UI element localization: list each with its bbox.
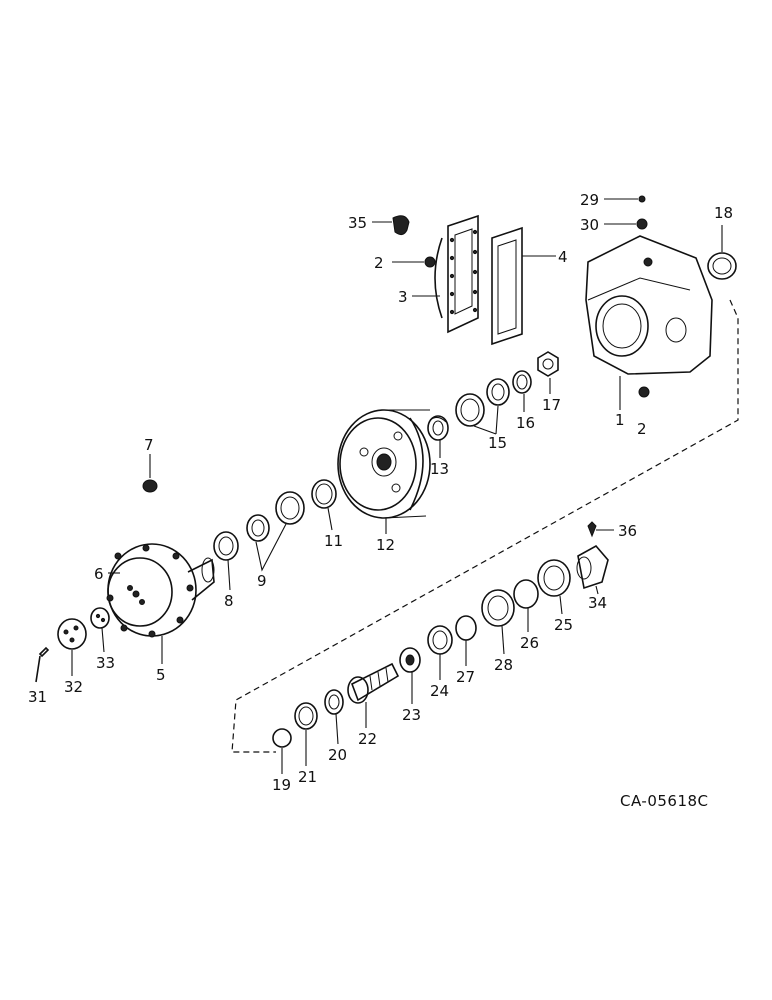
drawing-code: CA-05618C bbox=[620, 792, 709, 810]
label-25: 25 bbox=[554, 616, 573, 634]
part-34-sleeve bbox=[576, 544, 609, 595]
part-number-labels: 35 2 3 4 29 30 18 1 2 17 16 15 13 12 11 … bbox=[28, 191, 733, 810]
part-18-cap bbox=[707, 225, 737, 280]
label-7: 7 bbox=[144, 436, 154, 454]
part-7-nut bbox=[142, 454, 158, 493]
part-1-housing bbox=[585, 235, 713, 410]
label-6: 6 bbox=[94, 565, 104, 583]
assembly-dashed-outline bbox=[231, 299, 739, 753]
part-13-bearing bbox=[427, 415, 449, 458]
part-27-washer bbox=[455, 615, 477, 666]
part-2-plug-lower bbox=[638, 386, 650, 398]
part-2-plug-upper bbox=[392, 256, 436, 268]
part-20-bearing-cone bbox=[324, 689, 344, 745]
part-3-cover-plate bbox=[412, 214, 479, 334]
part-24-bearing-cup bbox=[427, 625, 453, 680]
part-15-bearing-set bbox=[455, 378, 510, 435]
label-33: 33 bbox=[96, 654, 115, 672]
part-29-screw bbox=[604, 195, 646, 203]
label-18: 18 bbox=[714, 204, 733, 222]
label-12: 12 bbox=[376, 536, 395, 554]
label-31: 31 bbox=[28, 688, 47, 706]
part-26-o-ring bbox=[513, 579, 539, 632]
label-28: 28 bbox=[494, 656, 513, 674]
part-35-elbow-fitting bbox=[372, 215, 410, 236]
label-19: 19 bbox=[272, 776, 291, 794]
label-30: 30 bbox=[580, 216, 599, 234]
label-21: 21 bbox=[298, 768, 317, 786]
label-2-lower: 2 bbox=[637, 420, 647, 438]
label-8: 8 bbox=[224, 592, 234, 610]
label-20: 20 bbox=[328, 746, 347, 764]
label-1: 1 bbox=[615, 411, 625, 429]
part-17-nut bbox=[537, 351, 559, 394]
label-36: 36 bbox=[618, 522, 637, 540]
part-33-plug bbox=[90, 607, 110, 653]
part-12-ring-gear bbox=[337, 409, 431, 534]
label-15: 15 bbox=[488, 434, 507, 452]
label-32: 32 bbox=[64, 678, 83, 696]
label-24: 24 bbox=[430, 682, 449, 700]
part-36-fitting bbox=[587, 521, 614, 538]
label-29: 29 bbox=[580, 191, 599, 209]
part-4-gasket bbox=[491, 226, 556, 346]
part-21-bearing-cup bbox=[294, 702, 318, 766]
part-5-hub bbox=[106, 543, 215, 664]
part-25-bearing-cup bbox=[537, 559, 571, 615]
part-8-seal bbox=[213, 531, 239, 591]
label-9: 9 bbox=[257, 572, 267, 590]
label-4: 4 bbox=[558, 248, 568, 266]
label-27: 27 bbox=[456, 668, 475, 686]
part-22-pinion-shaft bbox=[347, 662, 400, 728]
label-23: 23 bbox=[402, 706, 421, 724]
label-17: 17 bbox=[542, 396, 561, 414]
part-11-cup bbox=[311, 479, 337, 531]
part-30-nut bbox=[604, 218, 648, 230]
part-9-bearing-set bbox=[246, 491, 305, 572]
label-16: 16 bbox=[516, 414, 535, 432]
label-11: 11 bbox=[324, 532, 343, 550]
label-26: 26 bbox=[520, 634, 539, 652]
label-2-upper: 2 bbox=[374, 254, 384, 272]
part-16-washer bbox=[512, 370, 532, 412]
part-28-retainer bbox=[481, 589, 515, 655]
label-22: 22 bbox=[358, 730, 377, 748]
label-3: 3 bbox=[398, 288, 408, 306]
part-19-seal bbox=[272, 728, 292, 774]
label-5: 5 bbox=[156, 666, 166, 684]
label-34: 34 bbox=[588, 594, 607, 612]
label-13: 13 bbox=[430, 460, 449, 478]
part-31-bolt bbox=[35, 646, 50, 683]
part-32-plate bbox=[57, 618, 87, 676]
part-23-bearing-cone bbox=[399, 647, 421, 704]
label-35: 35 bbox=[348, 214, 367, 232]
